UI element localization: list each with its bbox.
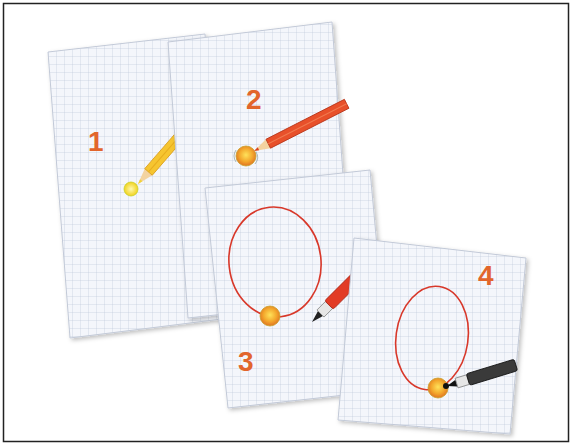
callout-number: 3	[238, 348, 254, 376]
frame	[4, 4, 569, 442]
callout-number: 1	[88, 128, 104, 156]
callout-number: 2	[246, 86, 262, 114]
callout-number: 4	[478, 262, 494, 290]
graph-sheet	[338, 238, 526, 434]
